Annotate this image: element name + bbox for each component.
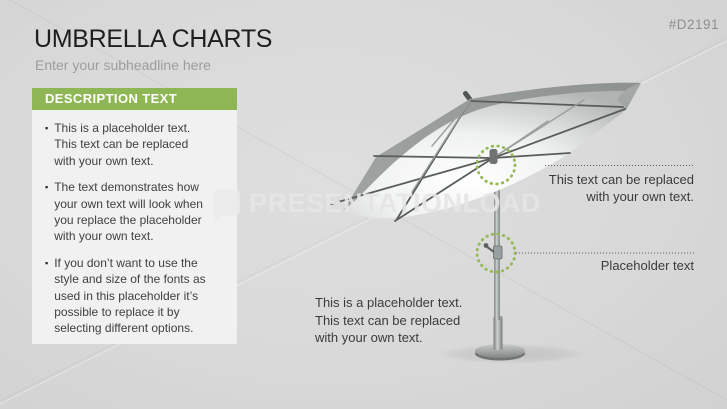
watermark-text: PRESENTATIONLOAD [249,188,542,218]
description-box: DESCRIPTION TEXT ▪ This is a placeholder… [32,88,237,344]
umbrella-finial [463,91,474,104]
callout-base: This is a placeholder text. This text ca… [315,295,463,346]
list-item: ▪ If you don’t want to use the style and… [45,255,229,337]
bullet-icon: ▪ [45,182,49,193]
slide-code: #D2191 [668,17,719,32]
page-title: UMBRELLA CHARTS [34,25,273,53]
bullet-text: The text demonstrates how your own text … [54,180,203,244]
umbrella-crank [483,243,503,260]
umbrella-hub [489,149,498,164]
callout-crank: Placeholder text [600,258,694,273]
umbrella-canopy-tip-fold [617,83,641,110]
crank-highlight-circle [475,232,517,274]
umbrella-base-rim [475,346,525,361]
description-box-body: ▪ This is a placeholder text. This text … [32,110,237,344]
umbrella-upper-pole-edge [467,102,493,161]
umbrella-base [475,344,525,358]
bullet-text: This is a placeholder text. This text ca… [54,121,191,168]
umbrella-pole-sleeve [493,316,503,350]
description-box-header: DESCRIPTION TEXT [32,88,237,110]
umbrella-pole [494,158,500,320]
umbrella-upper-pole [468,102,496,162]
list-item: ▪ This is a placeholder text. This text … [45,120,229,169]
callout-canopy-hub: This text can be replaced with your own … [548,172,694,204]
bullet-text: If you don’t want to use the style and s… [54,255,206,336]
list-item: ▪ The text demonstrates how your own tex… [45,179,229,245]
bullet-icon: ▪ [45,257,49,268]
bullet-icon: ▪ [45,123,49,133]
hub-highlight-circle [475,144,517,186]
description-bullet-list: ▪ This is a placeholder text. This text … [45,120,229,337]
watermark: PRESENTATIONLOAD [213,188,542,222]
subheadline: Enter your subheadline here [35,57,211,73]
